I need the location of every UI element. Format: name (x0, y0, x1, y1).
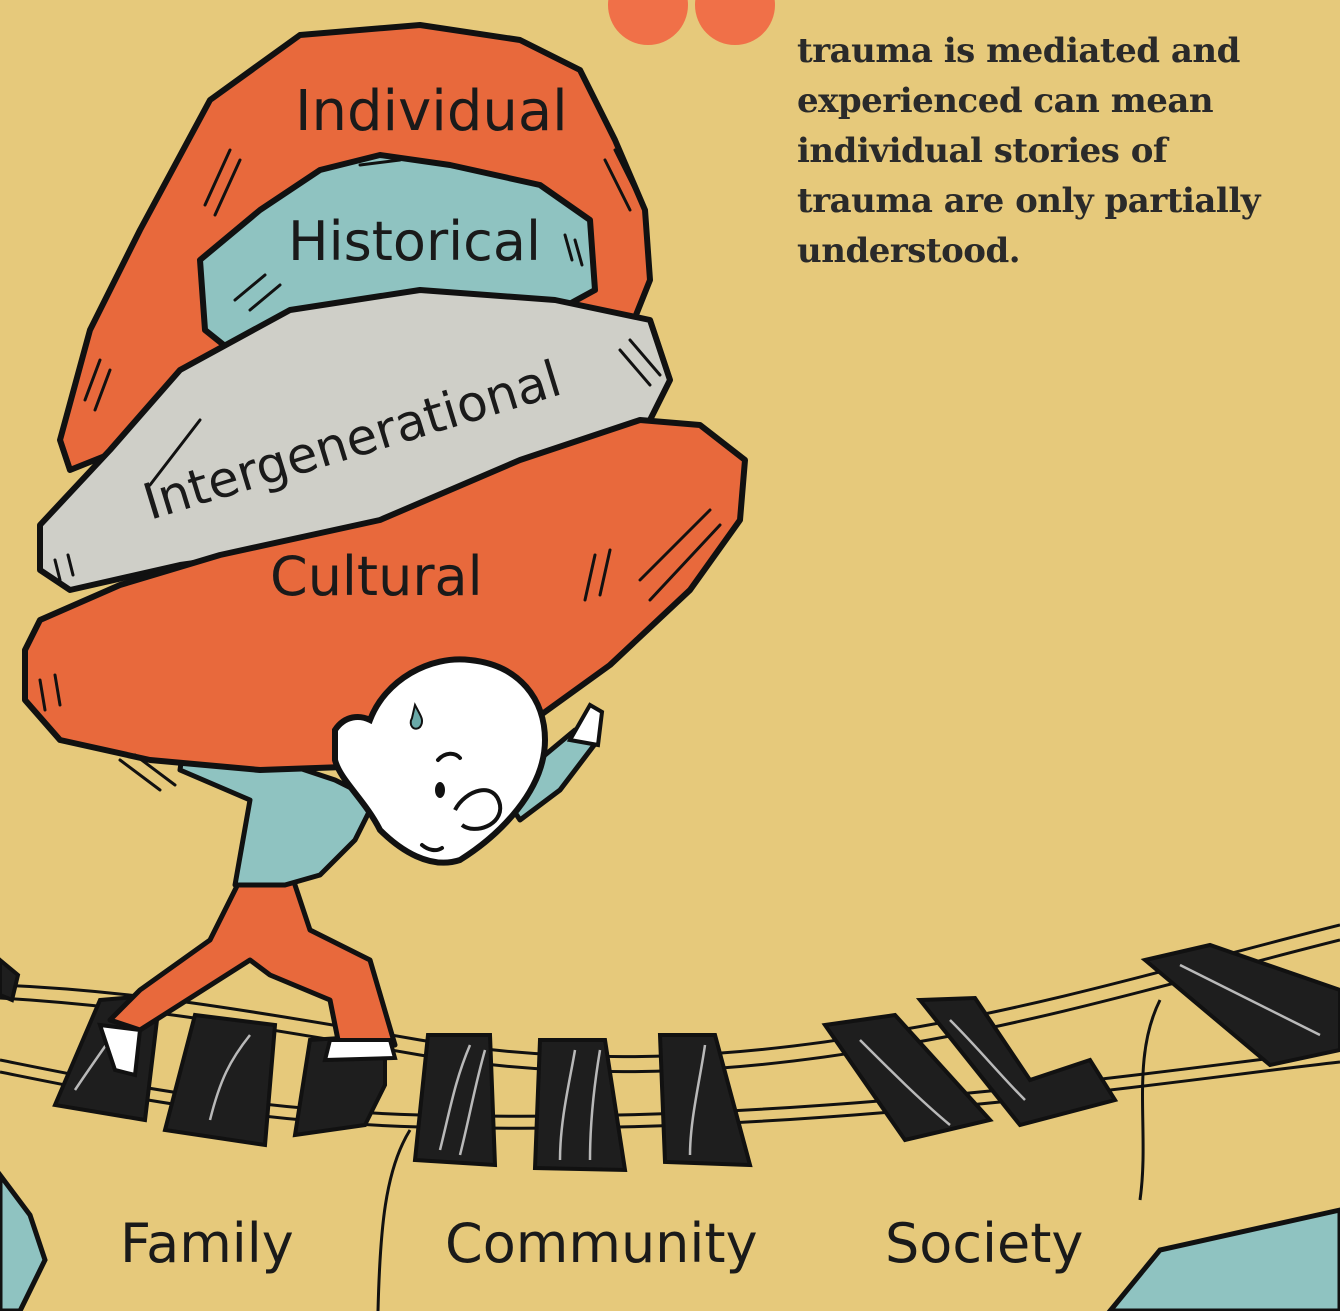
plank (915, 995, 1119, 1128)
sweat-drop-icon (409, 702, 424, 730)
boulder-label-historical: Historical (288, 210, 541, 273)
quote-line-5: understood. (797, 231, 1021, 271)
boulder-stack (22, 22, 748, 773)
person-eye (435, 782, 445, 798)
person-shoe (322, 1038, 398, 1063)
plank-wood-grain (73, 963, 1321, 1161)
quote-line-2: experienced can mean (797, 81, 1214, 121)
plank (1140, 942, 1340, 1068)
boulder-hatching (38, 148, 722, 792)
person-shoe (97, 1022, 143, 1078)
person-hand-right (566, 702, 605, 748)
bridge-label-society: Society (885, 1212, 1083, 1275)
person-legs (107, 867, 398, 1053)
boulder-cultural (22, 417, 748, 773)
bridge-label-family: Family (120, 1212, 294, 1275)
plank (0, 957, 21, 1003)
bridge-label-community: Community (445, 1212, 758, 1275)
plank (532, 1038, 628, 1173)
plank (412, 1033, 498, 1168)
quote-text: trauma is mediated and experienced can m… (797, 0, 1317, 276)
person-mouth (420, 843, 444, 853)
boulder-intergenerational (37, 287, 673, 593)
person-nose (453, 788, 503, 831)
quote-line-3: individual stories of (797, 131, 1168, 171)
person-head (332, 656, 549, 866)
person-eyebrow (436, 751, 462, 762)
plank (162, 1012, 278, 1148)
teal-rock-left (0, 1170, 48, 1311)
teal-rock-right (1106, 1207, 1340, 1311)
quote-line-4: trauma are only partially (797, 181, 1261, 221)
plank (657, 1033, 753, 1168)
quote-line-1: trauma is mediated and (797, 31, 1240, 71)
person-torso (177, 732, 378, 888)
boulder-label-individual: Individual (295, 79, 568, 144)
quote-mark-icon (608, 0, 775, 45)
boulder-label-cultural: Cultural (270, 545, 483, 608)
